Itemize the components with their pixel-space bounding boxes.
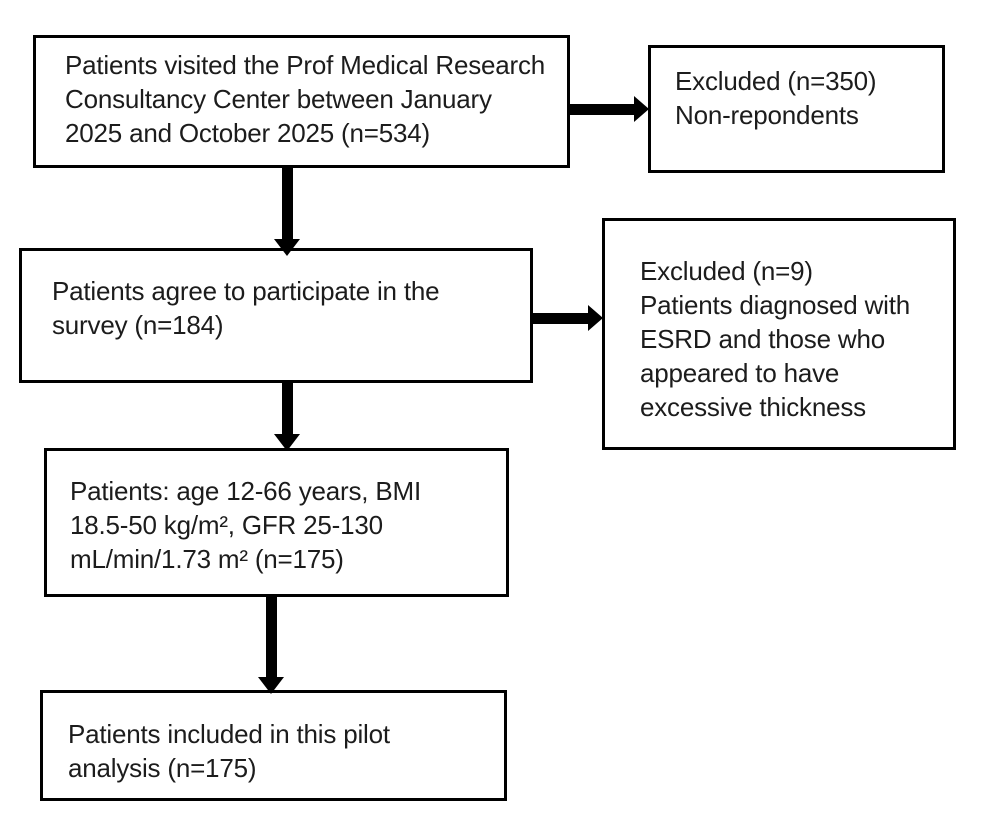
arrow-shaft (570, 103, 634, 115)
node-included-analysis: Patients included in this pilot analysis… (40, 690, 507, 801)
arrow-shaft (533, 312, 588, 324)
node-eligibility-criteria-text: Patients: age 12-66 years, BMI 18.5-50 k… (70, 476, 421, 574)
node-eligibility-criteria: Patients: age 12-66 years, BMI 18.5-50 k… (44, 448, 509, 597)
arrow-down-to-included-icon (258, 596, 284, 694)
node-agree-participate: Patients agree to participate in the sur… (19, 248, 533, 383)
arrow-shaft (281, 383, 293, 434)
arrow-right-to-excluded-350-icon (570, 96, 649, 122)
arrow-right-to-excluded-9-icon (533, 305, 603, 331)
arrow-head (274, 239, 300, 256)
node-agree-participate-text: Patients agree to participate in the sur… (52, 276, 440, 340)
node-excluded-nonrespondents-text: Excluded (n=350) Non-repondents (675, 66, 877, 130)
arrow-shaft (281, 167, 293, 239)
node-included-analysis-text: Patients included in this pilot analysis… (68, 719, 390, 783)
node-excluded-esrd-text: Excluded (n=9) Patients diagnosed with E… (640, 256, 911, 422)
arrow-down-to-agree-icon (274, 167, 300, 256)
node-excluded-esrd: Excluded (n=9) Patients diagnosed with E… (602, 218, 956, 450)
arrow-head (634, 96, 649, 122)
arrow-head (258, 677, 284, 694)
arrow-shaft (265, 596, 277, 677)
node-visited-patients: Patients visited the Prof Medical Resear… (33, 35, 570, 168)
arrow-down-to-criteria-icon (274, 383, 300, 451)
node-visited-patients-text: Patients visited the Prof Medical Resear… (65, 50, 546, 148)
node-excluded-nonrespondents: Excluded (n=350) Non-repondents (648, 45, 945, 173)
arrow-head (588, 305, 603, 331)
arrow-head (274, 434, 300, 451)
